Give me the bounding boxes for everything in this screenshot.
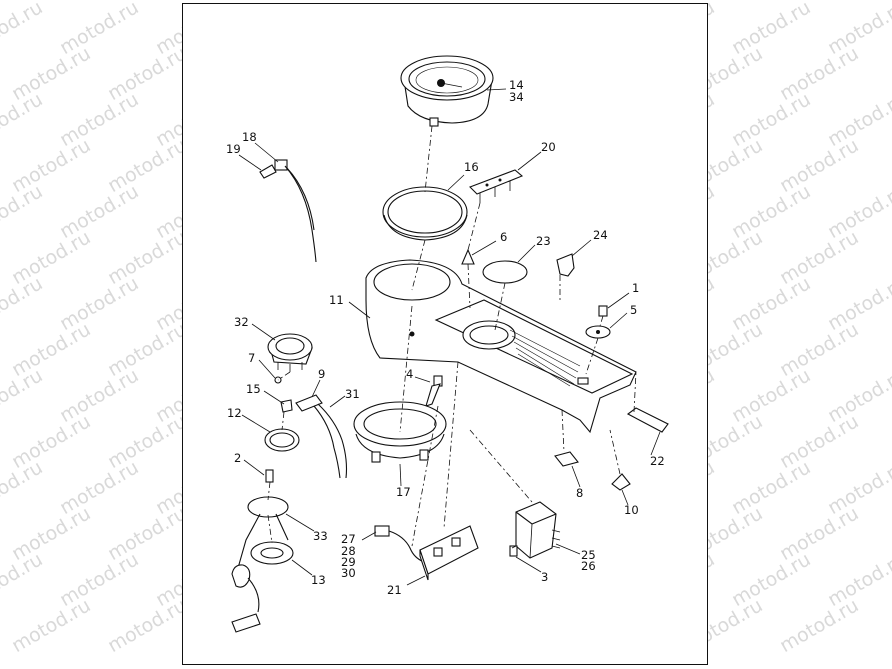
label-1: 1 — [632, 281, 639, 295]
label-17: 17 — [396, 485, 411, 499]
relay-part — [515, 501, 561, 559]
harness-connector-part — [374, 525, 425, 563]
label-6: 6 — [500, 230, 507, 244]
gasket-ring-part — [482, 260, 528, 284]
bulb-part — [280, 399, 293, 413]
label-16: 16 — [464, 160, 479, 174]
label-30: 30 — [341, 566, 356, 580]
label-9: 9 — [318, 367, 325, 381]
clip-bracket-part — [556, 253, 575, 277]
label-11: 11 — [329, 293, 344, 307]
screw-2-part — [265, 469, 274, 483]
label-3: 3 — [541, 570, 548, 584]
label-15: 15 — [246, 382, 261, 396]
fuel-gauge-part — [267, 333, 313, 372]
bezel-ring-part — [382, 186, 468, 241]
sensor-wire-part — [259, 159, 317, 263]
mounting-bracket-part — [353, 401, 447, 463]
o-ring-inner — [269, 432, 295, 448]
indicator-lens-part — [461, 248, 475, 265]
screw-3-part — [509, 545, 518, 557]
console-housing-part — [365, 259, 637, 434]
label-25: 25 — [581, 548, 596, 562]
speedometer-part — [400, 55, 494, 127]
label-24: 24 — [593, 228, 608, 242]
strip-22-part — [626, 407, 669, 433]
label-8: 8 — [576, 486, 583, 500]
alignment-lines — [267, 125, 637, 549]
label-4: 4 — [406, 367, 413, 381]
label-22: 22 — [650, 454, 665, 468]
label-21: 21 — [387, 583, 402, 597]
clip-10-part — [611, 473, 631, 491]
screw-4-part — [425, 375, 443, 407]
label-32: 32 — [234, 315, 249, 329]
label-31: 31 — [345, 387, 360, 401]
label-23: 23 — [536, 234, 551, 248]
label-29: 29 — [341, 555, 356, 569]
label-14: 14 — [509, 78, 524, 92]
label-13: 13 — [311, 573, 326, 587]
label-20: 20 — [541, 140, 556, 154]
switch-module-part — [419, 525, 479, 581]
label-33: 33 — [313, 529, 328, 543]
clip-8-part — [554, 451, 579, 467]
label-18: 18 — [242, 130, 257, 144]
label-7: 7 — [248, 351, 255, 365]
label-28: 28 — [341, 544, 356, 558]
label-34: 34 — [509, 90, 524, 104]
bracket-strip-part — [469, 169, 524, 203]
screw-and-washer-part — [585, 305, 611, 339]
label-19: 19 — [226, 142, 241, 156]
label-5: 5 — [630, 303, 637, 317]
fuel-sender-part — [231, 496, 294, 633]
label-12: 12 — [227, 406, 242, 420]
label-10: 10 — [624, 503, 639, 517]
part-labels: 14 34 18 19 16 20 6 23 24 1 5 11 32 7 9 … — [226, 78, 665, 597]
wire-connector-part — [295, 394, 348, 479]
label-2: 2 — [234, 451, 241, 465]
label-26: 26 — [581, 559, 596, 573]
label-27: 27 — [341, 532, 356, 546]
leader-lines — [238, 88, 661, 586]
